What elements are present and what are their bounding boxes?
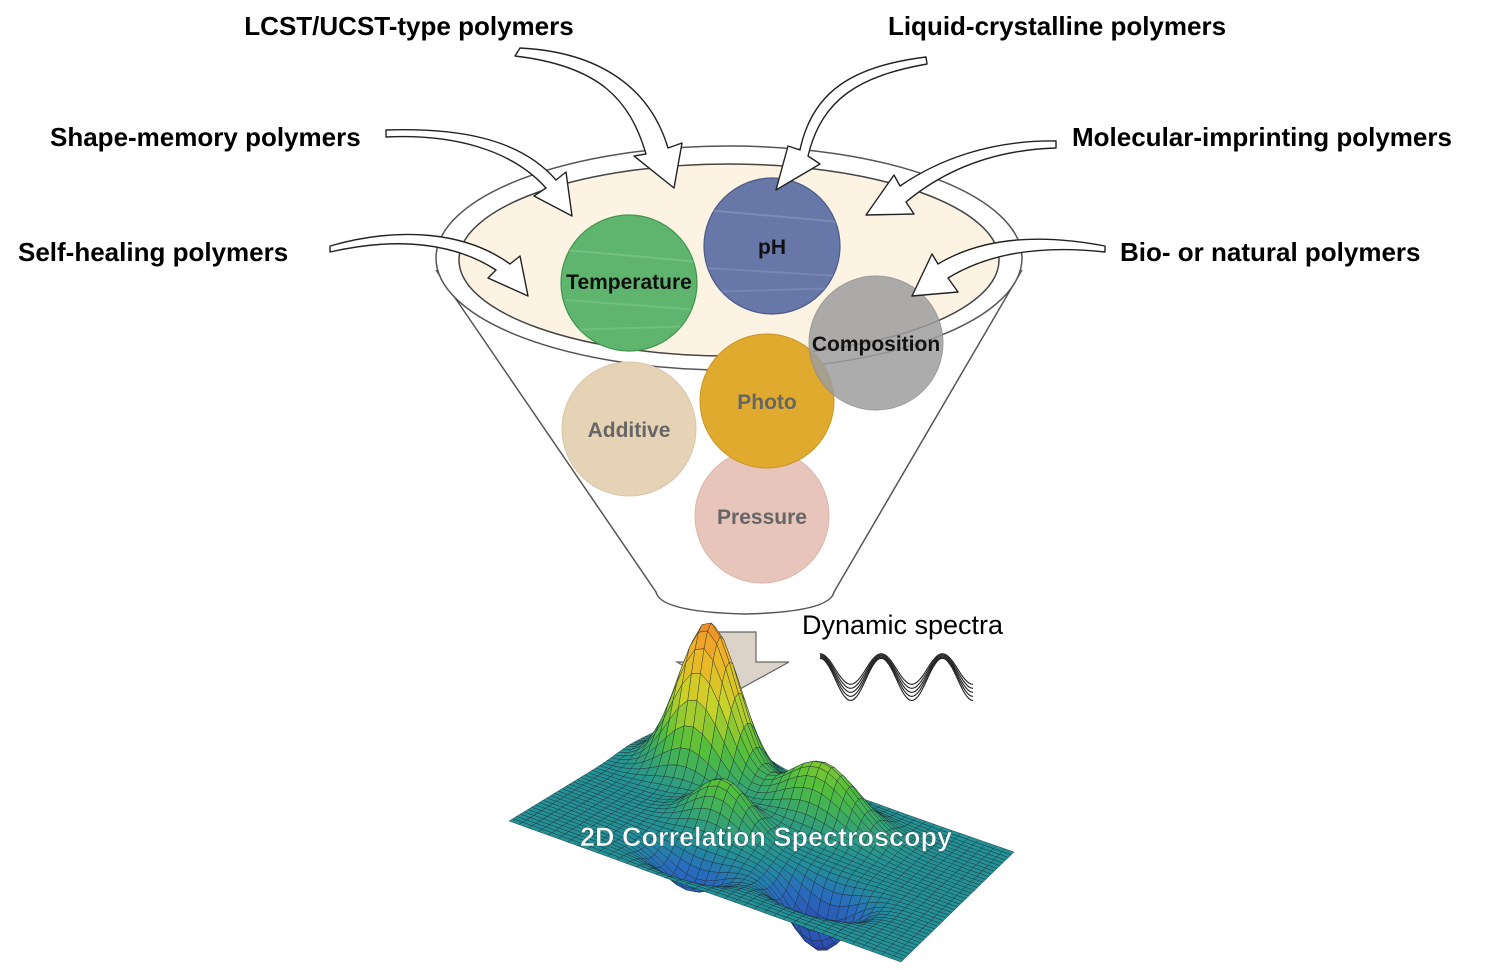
arrow-lcst <box>514 47 683 189</box>
dynamic-spectra-waves <box>819 653 974 702</box>
arrow-molecular-imprinting <box>865 140 1057 216</box>
spectrum-wave <box>819 653 974 685</box>
label-molecular-imprinting: Molecular-imprinting polymers <box>1072 122 1452 152</box>
arrow-self-healing <box>329 233 529 297</box>
ball-pressure: Pressure <box>694 448 830 584</box>
ball-temperature-texture <box>565 249 697 331</box>
ball-ph: pH <box>703 177 841 315</box>
arrow-bio-natural <box>911 238 1106 297</box>
spectrum-wave <box>819 654 974 689</box>
ball-ph-label: pH <box>758 236 786 259</box>
spectrum-wave <box>819 656 974 697</box>
ball-photo: Photo <box>699 333 835 469</box>
surface-title: 2D Correlation Spectroscopy <box>580 822 952 852</box>
ball-photo-label: Photo <box>737 391 796 414</box>
label-shape-memory: Shape-memory polymers <box>50 122 361 152</box>
label-liquid-crystalline: Liquid-crystalline polymers <box>888 11 1226 41</box>
label-self-healing: Self-healing polymers <box>18 237 288 267</box>
ball-pressure-label: Pressure <box>717 506 807 529</box>
surface-cell <box>890 955 905 963</box>
ball-temperature: Temperature <box>560 214 698 352</box>
ball-composition-label: Composition <box>812 333 940 356</box>
label-bio-natural: Bio- or natural polymers <box>1120 237 1421 267</box>
correlation-surface <box>508 622 1015 963</box>
dynamic-spectra-label: Dynamic spectra <box>802 610 1004 640</box>
arrow-shape-memory <box>385 129 573 217</box>
ball-temperature-label: Temperature <box>566 271 692 294</box>
input-arrows <box>329 47 1106 297</box>
ball-ph-texture <box>705 209 840 293</box>
label-lcst: LCST/UCST-type polymers <box>244 11 573 41</box>
spectrum-wave <box>819 655 974 693</box>
ball-additive: Additive <box>561 361 697 497</box>
ball-composition: Composition <box>808 275 944 411</box>
ball-additive-label: Additive <box>588 419 671 442</box>
spectrum-wave <box>819 657 974 702</box>
arrow-liquid-crystalline <box>775 56 928 191</box>
